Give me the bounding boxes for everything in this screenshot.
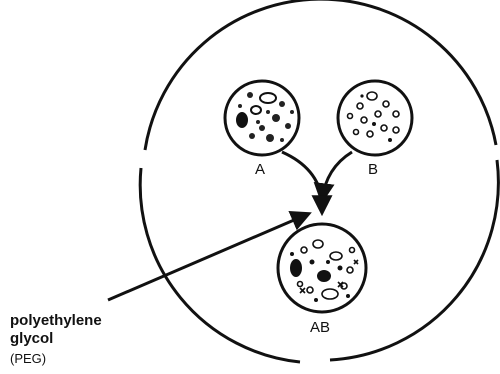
fusion-arrow <box>282 152 352 212</box>
cell-ab <box>278 224 366 312</box>
cell-b <box>338 81 412 155</box>
cell-ab-label: AB <box>310 319 330 336</box>
peg-label-line-1: polyethylene <box>10 313 102 328</box>
cell-a <box>225 81 299 155</box>
peg-label-line-3: (PEG) <box>10 352 46 365</box>
cell-a-label: A <box>255 161 265 178</box>
cell-b-label: B <box>368 161 378 178</box>
peg-label-line-2: glycol <box>10 331 53 346</box>
